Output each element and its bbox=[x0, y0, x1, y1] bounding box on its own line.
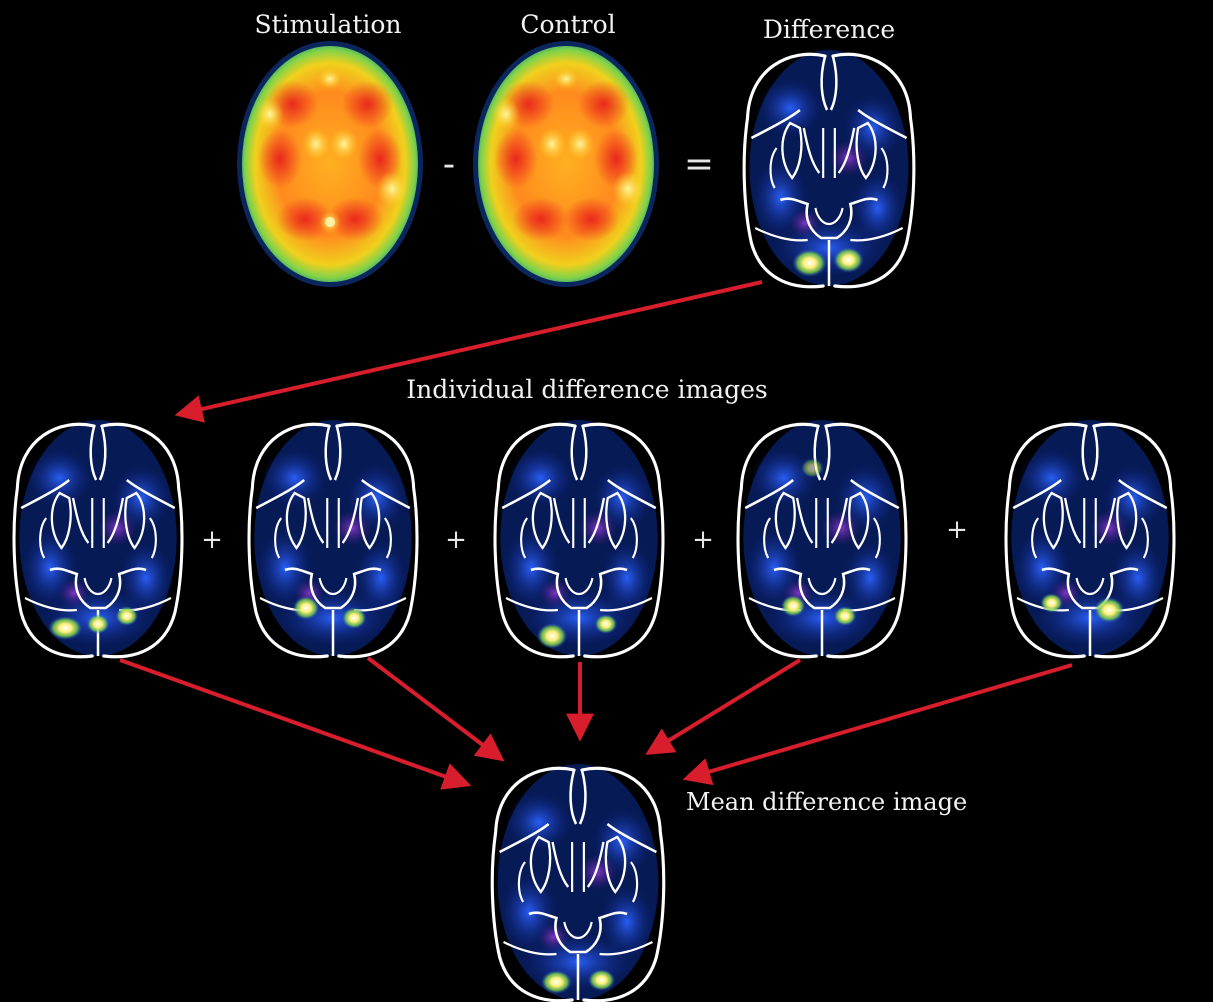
plus-sign: + bbox=[692, 525, 714, 555]
plus-sign: + bbox=[946, 515, 968, 545]
individual-difference-image-5 bbox=[1006, 420, 1174, 657]
arrow-icon bbox=[688, 665, 1072, 778]
mean-difference-image bbox=[492, 764, 663, 1001]
stimulation-label: Stimulation bbox=[254, 10, 401, 39]
minus-sign: - bbox=[443, 144, 455, 185]
plus-sign: + bbox=[201, 525, 223, 555]
arrow-icon bbox=[650, 660, 800, 752]
plus-sign: + bbox=[445, 525, 467, 555]
individual-difference-image-4 bbox=[738, 420, 906, 657]
control-label: Control bbox=[520, 10, 615, 39]
difference-image bbox=[744, 50, 914, 287]
arrow-icon bbox=[120, 660, 466, 784]
individual-difference-image-1 bbox=[14, 420, 182, 657]
difference-label: Difference bbox=[763, 15, 895, 44]
control-pet-image bbox=[473, 41, 659, 287]
individual-difference-label: Individual difference images bbox=[406, 375, 767, 404]
individual-difference-image-2 bbox=[249, 420, 417, 657]
arrow-icon bbox=[368, 658, 500, 758]
equals-sign: = bbox=[684, 144, 714, 185]
individual-difference-image-3 bbox=[495, 420, 663, 657]
stimulation-pet-image bbox=[237, 41, 423, 287]
mean-difference-label: Mean difference image bbox=[686, 788, 967, 816]
